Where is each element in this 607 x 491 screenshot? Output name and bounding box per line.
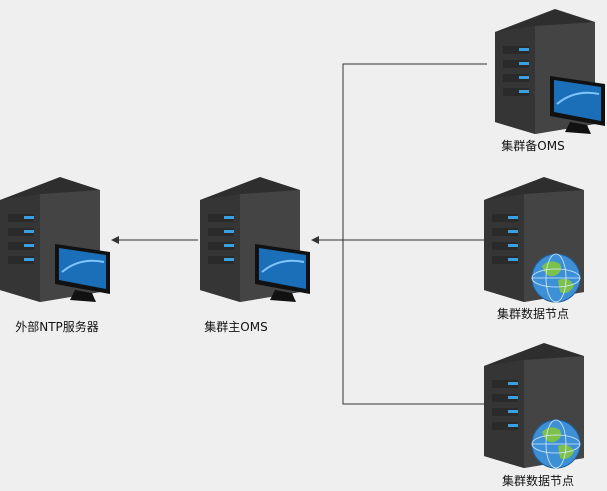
data-node-1 [484, 172, 599, 311]
data-node-2-label: 集群数据节点 [501, 474, 575, 488]
standby-oms-label: 集群备OMS [501, 139, 565, 153]
server-globe-icon [484, 177, 584, 303]
edge-data2-to-primary [342, 240, 487, 405]
data-node-1-label: 集群数据节点 [496, 307, 570, 321]
primary-oms-label: 集群主OMS [204, 320, 268, 334]
standby-oms-node [495, 4, 607, 143]
ntp-server-label: 外部NTP服务器 [15, 320, 99, 334]
server-globe-icon [484, 343, 584, 469]
ntp-server-node [0, 172, 115, 311]
data-node-2 [484, 338, 599, 477]
server-monitor-icon [200, 177, 310, 302]
edge-standby-to-primary [342, 63, 487, 240]
server-monitor-icon [495, 9, 605, 134]
primary-oms-node [200, 172, 315, 311]
server-monitor-icon [0, 177, 110, 302]
